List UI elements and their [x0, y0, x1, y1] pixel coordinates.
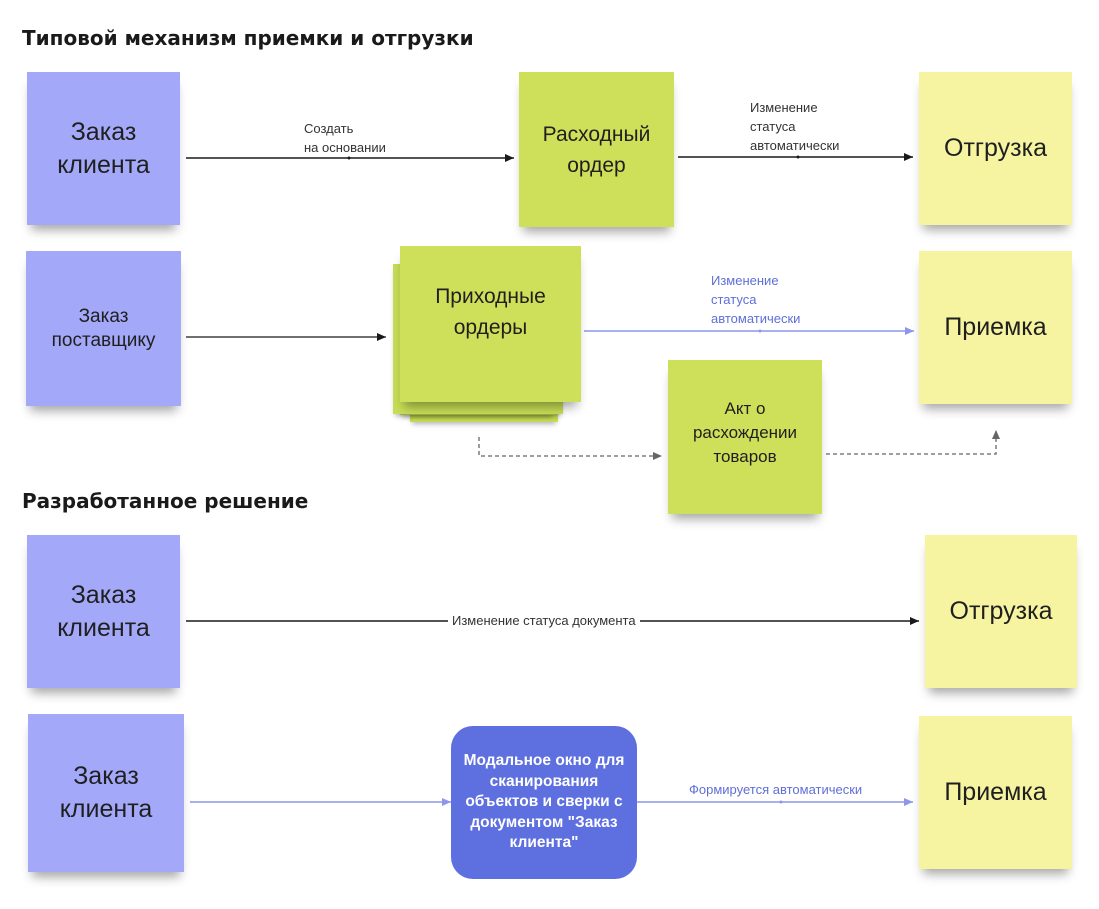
sticky-label: Отгрузка	[944, 134, 1047, 162]
sticky-shipment[interactable]: Отгрузка	[925, 535, 1077, 688]
sticky-label: поставщику	[51, 329, 156, 351]
sticky-acceptance[interactable]: Приемка	[919, 251, 1072, 404]
modal-text-line: Модальное окно для	[463, 752, 625, 770]
sticky-receipt-orders[interactable]: Приходные ордеры	[400, 246, 581, 402]
sticky-shipment[interactable]: Отгрузка	[919, 72, 1072, 225]
scan-modal-window[interactable]: Модальное окно для сканирования объектов…	[451, 726, 637, 879]
edge-label-status-change: Изменение статуса автоматически	[711, 273, 801, 326]
sticky-label: клиента	[57, 150, 150, 179]
sticky-client-order[interactable]: Заказ клиента	[27, 535, 180, 688]
sticky-client-order[interactable]: Заказ клиента	[27, 72, 180, 225]
sticky-label: ордер	[567, 153, 626, 177]
modal-text-line: документом "Заказ	[470, 813, 618, 831]
section-title-typical: Типовой механизм приемки и отгрузки	[22, 26, 474, 50]
edge-label-status-change: Изменение статуса автоматически	[750, 100, 840, 153]
sticky-label: Заказ	[73, 762, 139, 790]
edge-receipts-to-act	[478, 437, 662, 460]
edge-label-auto-generated: Формируется автоматически	[689, 782, 863, 797]
sticky-label: клиента	[59, 795, 153, 823]
modal-text-line: клиента"	[509, 834, 579, 852]
sticky-label: Расходный	[542, 122, 651, 146]
edge-act-to-acceptance	[826, 430, 1000, 455]
sticky-label: клиента	[57, 613, 150, 642]
sticky-client-order[interactable]: Заказ клиента	[28, 714, 184, 872]
sticky-label: Заказ	[78, 305, 129, 327]
modal-text-line: объектов и сверки с	[465, 793, 623, 811]
section-title-developed: Разработанное решение	[22, 489, 309, 513]
sticky-label: ордеры	[453, 316, 528, 339]
sticky-label: Акт о	[724, 399, 766, 418]
sticky-label: Отгрузка	[949, 597, 1053, 625]
edge-label-document-status: Изменение статуса документа	[448, 611, 640, 630]
modal-text-line: сканирования	[489, 772, 599, 790]
sticky-acceptance[interactable]: Приемка	[919, 716, 1072, 869]
edge-label-create-based: Создать на основании	[304, 121, 386, 155]
sticky-label: Приемка	[944, 313, 1047, 341]
sticky-label: Заказ	[70, 580, 137, 609]
sticky-label: расхождении	[692, 423, 798, 442]
sticky-label: Приемка	[944, 778, 1047, 806]
sticky-label: Приходные	[435, 285, 546, 308]
sticky-discrepancy-act[interactable]: Акт о расхождении товаров	[668, 360, 822, 514]
sticky-label: Заказ	[70, 117, 137, 146]
sticky-label: товаров	[713, 447, 777, 466]
sticky-expense-order[interactable]: Расходный ордер	[519, 72, 674, 227]
